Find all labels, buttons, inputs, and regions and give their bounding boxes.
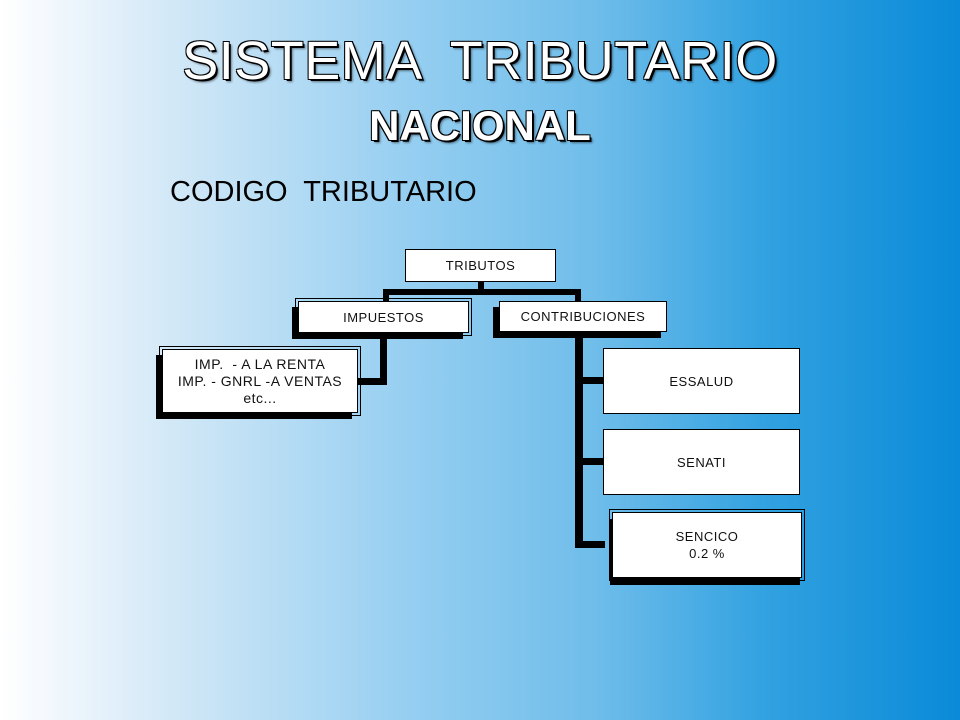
org-node-sencico: SENCICO 0.2 % [609, 509, 805, 581]
connector-branch-essalud [575, 377, 605, 384]
connector-branch-senati [575, 458, 605, 465]
connector-to-impuestos [383, 289, 389, 301]
org-node-essalud-label: ESSALUD [669, 373, 734, 389]
impuesto-line: IMP. - A LA RENTA [194, 355, 326, 372]
org-node-impuestos-label: IMPUESTOS [343, 309, 424, 325]
org-node-essalud: ESSALUD [603, 348, 800, 414]
connector-impuestos-stem [380, 333, 387, 385]
slide-subtitle: CODIGO TRIBUTARIO [170, 176, 477, 208]
org-node-contribuciones-label: CONTRIBUCIONES [520, 309, 646, 324]
org-node-senati: SENATI [603, 429, 800, 495]
impuesto-line: etc... [243, 389, 277, 406]
org-node-tributos-label: TRIBUTOS [445, 258, 516, 273]
connector-impuestos-elbow [357, 378, 387, 385]
slide-title: SISTEMA TRIBUTARIO [182, 31, 778, 91]
org-node-impuestos-list: IMP. - A LA RENTA IMP. - GNRL -A VENTAS … [159, 346, 361, 416]
connector-contribuciones-trunk [575, 336, 583, 548]
org-node-senati-label: SENATI [677, 454, 726, 470]
org-node-sencico-label: SENCICO [675, 529, 739, 544]
connector-to-contribuciones [575, 289, 581, 301]
org-node-contribuciones: CONTRIBUCIONES [499, 301, 667, 332]
impuesto-line: IMP. - GNRL -A VENTAS [177, 372, 343, 389]
connector-branch-sencico [575, 541, 605, 548]
connector-root-stem [478, 281, 484, 293]
connector-level2-bus [383, 289, 581, 295]
org-node-tributos: TRIBUTOS [405, 249, 556, 282]
org-node-impuestos: IMPUESTOS [295, 298, 472, 336]
org-node-sencico-rate: 0.2 % [689, 546, 725, 561]
slide-title-line2: NACIONAL [369, 102, 591, 149]
